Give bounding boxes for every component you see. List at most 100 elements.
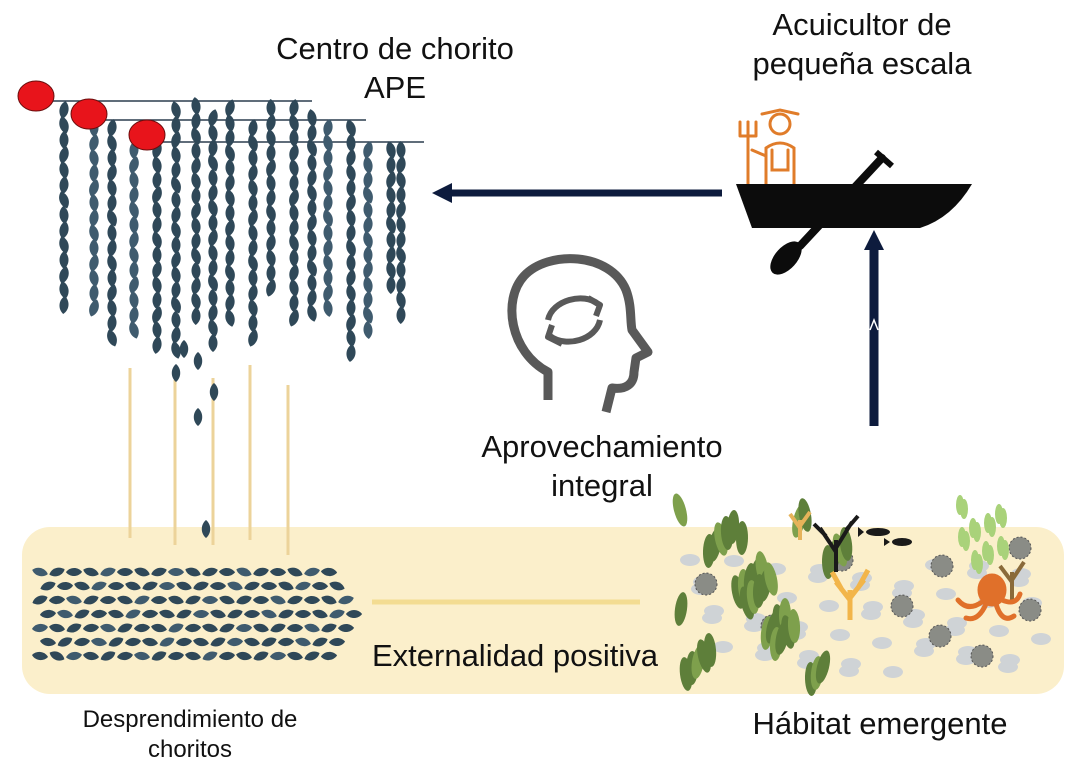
mussel-shell (345, 609, 363, 619)
mussel-shell (208, 154, 218, 172)
mussel-shell (116, 651, 134, 661)
mussel-shell (323, 119, 333, 137)
falling-mussels (171, 340, 219, 538)
mussel-shell (89, 164, 99, 182)
seaweed-blade (739, 586, 755, 620)
mussel-shell (363, 321, 373, 339)
mussel-shell (107, 299, 117, 317)
mussel-shell (337, 623, 355, 633)
mussel-shell (386, 231, 396, 249)
mussel-shell (129, 231, 139, 249)
mussel-shell (129, 186, 139, 204)
mussel-shell (225, 204, 235, 222)
mussel-ropes-icon (59, 97, 406, 362)
mussel-shell (244, 581, 260, 591)
mussel-shell (152, 231, 162, 249)
mussel-shell (278, 609, 294, 619)
mussel-shell (56, 581, 74, 591)
mussel-shell (185, 567, 201, 577)
mussel-shell (289, 159, 299, 177)
seaweed-blade (674, 592, 688, 626)
mussel-shell (312, 637, 328, 647)
mussel-shell (346, 239, 356, 257)
mussel-shell (159, 609, 175, 619)
mussel-shell (323, 299, 333, 317)
stone (928, 624, 952, 648)
mussel-shell (202, 567, 218, 577)
mussel-shell (386, 141, 396, 159)
mussel-shell (307, 139, 317, 157)
red-buoy-icon (17, 80, 166, 151)
stone (694, 572, 718, 596)
mussel-shell (65, 651, 83, 661)
mussel-shell (65, 567, 83, 577)
pebble (883, 666, 903, 678)
mussel-shell (323, 254, 333, 272)
mussel-shell (171, 266, 181, 284)
mussel-shell (125, 581, 141, 591)
mussel-shell (191, 247, 201, 265)
mussel-shell (266, 249, 276, 267)
mussel-shell (152, 216, 162, 234)
mussel-shell (129, 156, 139, 174)
mussel-shell (208, 304, 218, 322)
mussel-shell (159, 637, 175, 647)
coral-small (788, 510, 812, 540)
mussel-shell (311, 581, 329, 591)
farmer-label: Acuicultor de pequeña escala (712, 6, 1012, 84)
mussel-shell (266, 159, 276, 177)
mussel-shell (90, 637, 108, 647)
mussel-shell (289, 189, 299, 207)
mussel-shell (346, 134, 356, 152)
mussel-shell (184, 623, 202, 633)
mussel-shell (152, 171, 162, 189)
mussel-shell (346, 284, 356, 302)
arrow-to-boat (864, 230, 884, 426)
mussel-shell (225, 144, 235, 162)
detachment-label-line2: choritos (147, 736, 233, 763)
mussel-shell (346, 119, 356, 137)
mussel-shell (107, 224, 117, 242)
mussel-shell (142, 637, 158, 647)
mussel-shell (329, 581, 345, 591)
mussel-shell (89, 299, 99, 317)
mussel-shell (171, 296, 181, 314)
mussel-shell (323, 224, 333, 242)
mussel-shell (208, 214, 218, 232)
mussel-shell (107, 254, 117, 272)
kelp-blade (999, 508, 1007, 528)
mussel-shell (100, 623, 116, 633)
mussel-shell (225, 264, 235, 282)
mussel-shell (396, 306, 406, 324)
mussel-shell (225, 129, 235, 147)
mussel-shell (346, 224, 356, 242)
mussel-shell (261, 609, 277, 619)
mussel-shell (248, 119, 258, 137)
mussel-shell (129, 261, 139, 279)
mussel-shell (191, 262, 201, 280)
mussel-center-label-line1: Centro de chorito (276, 31, 514, 66)
mussel-shell (323, 269, 333, 287)
mussel-shell (31, 623, 49, 633)
mussel-shell (171, 116, 181, 134)
mussel-shell (202, 623, 218, 633)
mussel-shell (386, 156, 396, 174)
mussel-shell (208, 169, 218, 187)
integral-use-label-line2: integral (551, 467, 653, 503)
mussel-shell (266, 219, 276, 237)
mussel-shell (108, 637, 124, 647)
pebble (799, 650, 819, 662)
mussel-shell (171, 251, 181, 269)
mussel-shell (48, 595, 66, 605)
mussel-shell (363, 186, 373, 204)
detachment-label: Desprendimiento de choritos (40, 705, 340, 765)
kelp-blade (1001, 540, 1009, 560)
mussel-shell (321, 623, 337, 633)
mussel-shell (307, 259, 317, 277)
mussel-shell (129, 171, 139, 189)
farmer-icon (738, 108, 800, 190)
seaweed-blade (764, 562, 778, 596)
mussel-shell (338, 595, 354, 605)
mussel-shell (208, 184, 218, 202)
mussel-shell (307, 229, 317, 247)
